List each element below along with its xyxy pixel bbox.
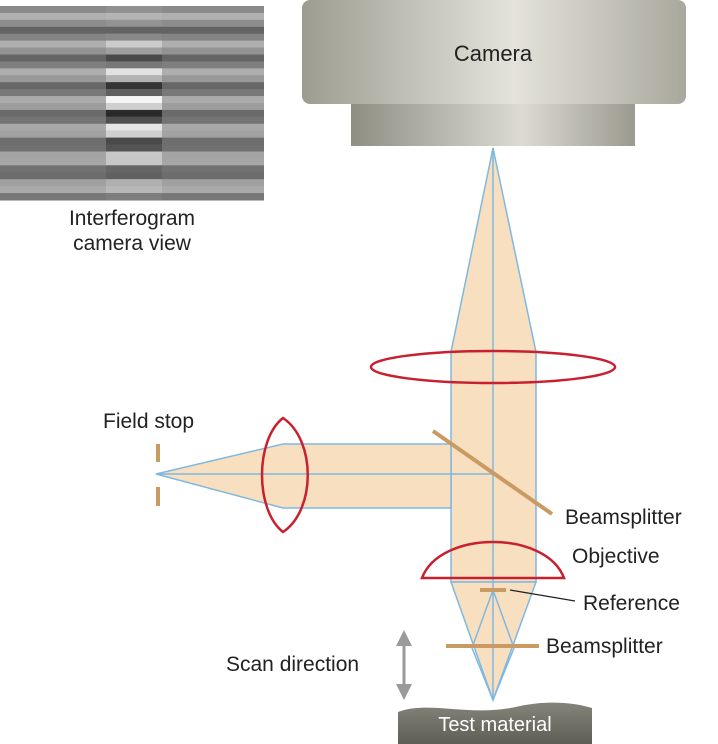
fringe-band-center xyxy=(106,179,162,187)
fringe-band-center xyxy=(106,68,162,76)
fringe-band-center xyxy=(106,40,162,49)
fringe-band-center xyxy=(106,26,162,35)
fringe-band-center xyxy=(106,103,162,111)
horizontal-beam xyxy=(155,443,452,509)
field-stop-label: Field stop xyxy=(103,410,194,433)
objective-label: Objective xyxy=(572,545,660,568)
upper-beamsplitter xyxy=(431,429,554,516)
fringe-band-center xyxy=(106,186,162,194)
fringe-band-center xyxy=(106,137,162,146)
reference-leader xyxy=(509,589,576,602)
reference-label: Reference xyxy=(583,592,680,615)
objective-lens xyxy=(420,540,566,580)
fringe-band-center xyxy=(106,75,162,83)
test-material-label: Test material xyxy=(438,714,551,736)
fringe-band-center xyxy=(106,82,162,90)
fringe-band-center xyxy=(106,193,162,201)
reference-path xyxy=(471,589,515,703)
fringe-band-center xyxy=(106,61,162,69)
fringe-band-center xyxy=(106,89,162,97)
camera-label: Camera xyxy=(454,41,533,66)
fringe-band-center xyxy=(106,130,162,139)
scan-direction-label: Scan direction xyxy=(226,653,359,676)
test-material xyxy=(398,702,592,744)
interferogram-label-line1: Interferogram xyxy=(69,207,195,230)
fringe-band-center xyxy=(106,96,162,104)
fringe-band-center xyxy=(106,165,162,173)
fringe-band-center xyxy=(106,33,162,42)
beamsplitter-upper-label: Beamsplitter xyxy=(565,506,682,529)
fringe-band-center xyxy=(106,144,162,152)
left-lens xyxy=(260,416,309,534)
interferogram-label-line2: camera view xyxy=(73,232,192,255)
camera xyxy=(302,0,686,146)
fringe-band-center xyxy=(106,12,162,21)
scan-direction-arrow xyxy=(396,630,412,700)
tube-lens xyxy=(369,349,617,385)
fringe-band-center xyxy=(106,123,162,132)
fringe-band-center xyxy=(106,6,162,14)
fringe-band-center xyxy=(106,19,162,28)
fringe-band-center xyxy=(106,109,162,118)
fringe-band-center xyxy=(106,47,162,55)
fringe-band-center xyxy=(106,172,162,180)
fringe-band-center xyxy=(106,151,162,159)
fringe-band-center xyxy=(106,158,162,166)
interferogram-image xyxy=(0,6,264,201)
fringe-band-center xyxy=(106,54,162,62)
fringe-band-center xyxy=(106,116,162,125)
beamsplitter-lower-label: Beamsplitter xyxy=(546,635,663,658)
